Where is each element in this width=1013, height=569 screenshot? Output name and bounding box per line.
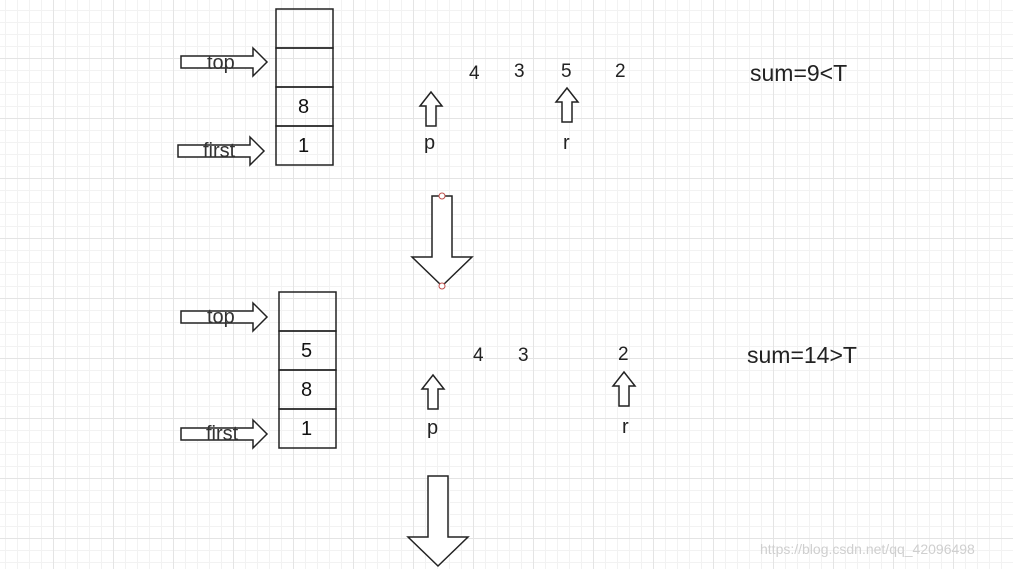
p-arrow-1 bbox=[418, 90, 444, 127]
stack-2-cell-3 bbox=[278, 408, 337, 449]
down-arrow-1 bbox=[410, 195, 474, 288]
down-arrow-2 bbox=[406, 475, 470, 568]
sum-1: sum=9<T bbox=[750, 60, 848, 86]
stack-2 bbox=[278, 291, 337, 449]
p-label-2: p bbox=[427, 417, 439, 439]
array-1-item-1: 3 bbox=[514, 61, 525, 82]
array-2-item-1: 3 bbox=[518, 345, 529, 366]
stack-2-cell-0 bbox=[278, 291, 337, 332]
stack-1-cell-0 bbox=[275, 8, 334, 49]
top-arrow-1 bbox=[180, 46, 269, 78]
stack-2-value-3: 1 bbox=[301, 418, 313, 440]
first-label-2: first bbox=[206, 423, 239, 445]
top-arrow-2 bbox=[180, 301, 269, 333]
top-label-1: top bbox=[207, 52, 235, 74]
stack-1 bbox=[275, 8, 334, 166]
handle-top bbox=[438, 192, 446, 200]
sum-2: sum=14>T bbox=[747, 342, 857, 368]
stack-2-value-1: 5 bbox=[301, 340, 313, 362]
array-2-item-0: 4 bbox=[473, 345, 484, 366]
p-label-1: p bbox=[424, 132, 436, 154]
array-2-item-2: 2 bbox=[618, 344, 629, 365]
p-arrow-2 bbox=[420, 373, 446, 410]
r-label-2: r bbox=[622, 416, 629, 438]
array-1-item-3: 2 bbox=[615, 61, 626, 82]
r-arrow-1 bbox=[554, 86, 580, 123]
array-1-item-0: 4 bbox=[469, 63, 480, 84]
first-arrow-1 bbox=[177, 135, 266, 167]
r-arrow-2 bbox=[611, 370, 637, 407]
array-1-item-2: 5 bbox=[561, 61, 572, 82]
stack-1-cell-1 bbox=[275, 47, 334, 88]
stack-1-value-3: 1 bbox=[298, 135, 310, 157]
stack-1-value-2: 8 bbox=[298, 96, 310, 118]
first-arrow-2 bbox=[180, 418, 269, 450]
first-label-1: first bbox=[203, 140, 236, 162]
watermark: https://blog.csdn.net/qq_42096498 bbox=[760, 541, 975, 557]
handle-bottom bbox=[438, 282, 446, 290]
r-label-1: r bbox=[563, 132, 570, 154]
stack-2-value-2: 8 bbox=[301, 379, 313, 401]
stack-1-cell-3 bbox=[275, 125, 334, 166]
top-label-2: top bbox=[207, 306, 235, 328]
